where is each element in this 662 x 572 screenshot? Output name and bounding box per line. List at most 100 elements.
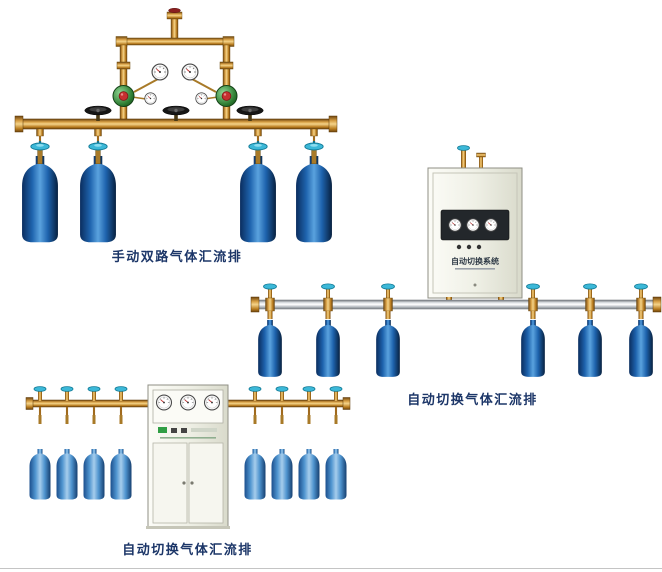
valve-handwheel — [114, 386, 128, 392]
pressure-gauge — [144, 92, 157, 105]
gas-cylinder — [80, 155, 116, 243]
pressure-gauge — [151, 63, 169, 81]
gas-cylinder — [258, 319, 282, 377]
valve-handwheel — [33, 386, 47, 392]
valve-handwheel — [275, 386, 289, 392]
gas-cylinder — [521, 319, 545, 377]
valve-handwheel — [583, 283, 597, 290]
valve-handwheel — [634, 283, 648, 290]
cylinder-station — [271, 386, 293, 500]
cabinet-door — [188, 442, 224, 524]
gauge-stem — [191, 78, 217, 93]
pressure-gauge — [466, 218, 480, 232]
gauge-stem — [133, 78, 159, 93]
cylinder-station — [56, 386, 78, 500]
cylinder-valve — [304, 140, 324, 164]
cylinder-station — [376, 283, 400, 377]
cylinder-station — [110, 386, 132, 500]
cabinet-door — [152, 442, 188, 524]
gas-cylinder — [244, 449, 266, 500]
gas-cylinder — [240, 155, 276, 243]
gas-cylinder — [325, 449, 347, 500]
gas-cylinder — [296, 155, 332, 243]
indicator-light — [456, 244, 462, 250]
cylinder-station — [29, 386, 51, 500]
cylinder-station — [578, 283, 602, 377]
valve-handwheel — [526, 283, 540, 290]
cylinder-station — [325, 386, 347, 500]
pressure-gauge — [179, 394, 197, 411]
indicator-light — [476, 244, 482, 250]
bottom-divider — [0, 568, 662, 569]
cylinder-station — [80, 128, 116, 243]
caption-auto-wall-manifold: 自动切换气体汇流排 — [407, 392, 538, 407]
cylinder-station — [521, 283, 545, 377]
gas-cylinder — [316, 319, 340, 377]
valve-handwheel — [457, 145, 470, 151]
control-cabinet — [146, 384, 230, 529]
auto-floor-manifold-illustration — [25, 384, 351, 529]
auto-wall-manifold-illustration: 自动切换系统 — [250, 145, 662, 377]
label-strip — [160, 437, 216, 439]
indicator-light — [466, 244, 472, 250]
valve-handwheel — [302, 386, 316, 392]
pressure-gauge — [155, 394, 173, 411]
cabinet-subtext-line — [455, 268, 495, 270]
caption-manual-dual-manifold: 手动双路气体汇流排 — [111, 249, 243, 264]
cabinet-base — [146, 526, 230, 529]
gas-regulator — [215, 85, 238, 107]
door-knob — [182, 481, 186, 485]
caption-auto-floor-manifold: 自动切换气体汇流排 — [122, 542, 253, 557]
cylinder-station — [22, 128, 58, 243]
door-knob — [190, 481, 194, 485]
valve-handwheel — [329, 386, 343, 392]
gas-cylinder — [83, 449, 105, 500]
cabinet-label: 自动切换系统 — [451, 256, 499, 266]
cylinder-station — [296, 128, 332, 243]
gas-cylinder — [271, 449, 293, 500]
indicator-light — [158, 427, 167, 433]
gas-cylinder — [29, 449, 51, 500]
pressure-gauge — [484, 218, 498, 232]
valve-handwheel — [381, 283, 395, 290]
cylinder-valve — [88, 140, 108, 164]
manual-manifold-illustration — [14, 8, 338, 243]
gas-cylinder — [298, 449, 320, 500]
valve-handwheel — [321, 283, 335, 290]
valve-handwheel — [87, 386, 101, 392]
cylinder-station — [298, 386, 320, 500]
cylinder-station — [244, 386, 266, 500]
switch-button — [171, 428, 177, 433]
cylinder-station — [629, 283, 653, 377]
cylinder-station — [240, 128, 276, 243]
gas-cylinder — [376, 319, 400, 377]
pressure-gauge — [203, 394, 221, 411]
cylinder-station — [316, 283, 340, 377]
door-lock — [473, 283, 477, 287]
control-cabinet: 自动切换系统 — [427, 167, 523, 302]
cylinder-station — [258, 283, 282, 377]
cylinder-valve — [30, 140, 50, 164]
cylinder-valve — [248, 140, 268, 164]
relief-valve-knob — [168, 8, 181, 13]
valve-handwheel — [248, 386, 262, 392]
gas-cylinder — [22, 155, 58, 243]
pressure-gauge — [181, 63, 199, 81]
gas-cylinder — [56, 449, 78, 500]
cylinder-station — [83, 386, 105, 500]
gas-regulator — [112, 85, 135, 107]
switch-button — [181, 428, 187, 433]
cabinet-top-fittings — [457, 145, 486, 168]
pressure-gauge — [195, 92, 208, 105]
pressure-gauge — [448, 218, 462, 232]
gas-cylinder — [578, 319, 602, 377]
valve-handwheel — [263, 283, 277, 290]
header-pipe — [115, 36, 235, 125]
manifold-pipe — [250, 296, 662, 313]
top-tee-pipe — [166, 8, 183, 43]
label-strip — [191, 428, 217, 432]
gas-cylinder — [629, 319, 653, 377]
gas-cylinder — [110, 449, 132, 500]
